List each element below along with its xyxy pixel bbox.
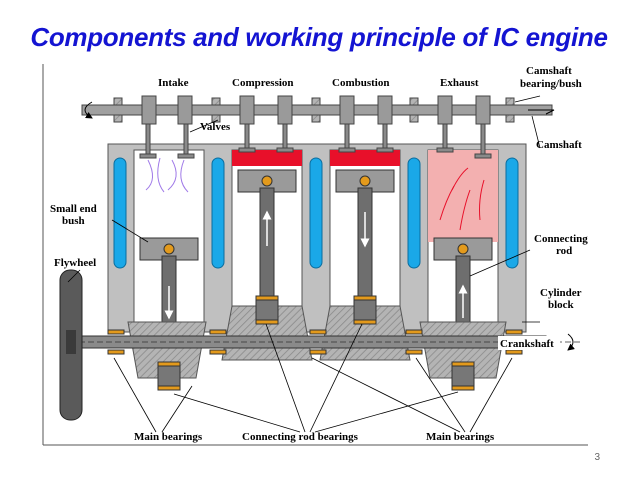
label-connecting-rod-1: Connecting [534,233,588,245]
label-combustion: Combustion [332,77,389,89]
exhaust-gas [428,150,498,242]
label-small-end-1: Small end [50,203,97,215]
label-exhaust: Exhaust [440,77,479,89]
label-main-bearings-left: Main bearings [134,431,203,443]
valves [139,123,492,159]
label-cylinder-block-1: Cylinder [540,287,582,299]
pistons [139,169,493,261]
slide-title: Components and working principle of IC e… [30,22,608,52]
label-flywheel: Flywheel [54,257,96,269]
label-camshaft: Camshaft [536,139,582,151]
label-camshaft-bearing-2: bearing/bush [520,78,582,90]
flywheel [59,269,83,421]
label-connecting-rod-bearings: Connecting rod bearings [242,431,359,443]
camshaft-bearings [113,97,515,123]
camshaft [81,95,555,125]
main-bearings [107,329,523,355]
label-connecting-rod-2: rod [556,245,572,257]
label-main-bearings-right: Main bearings [426,431,495,443]
combustion-chamber [330,150,400,166]
label-camshaft-bearing-1: Camshaft [526,65,572,77]
ic-engine-diagram: Intake Compression Combustion Exhaust Ca… [42,64,588,446]
label-intake: Intake [158,77,189,89]
label-compression: Compression [232,77,294,89]
label-cylinder-block-2: block [548,299,575,311]
rotation-arrow-icon [84,101,93,119]
page-number: 3 [594,452,600,463]
label-valves: Valves [200,121,231,133]
label-small-end-2: bush [62,215,85,227]
connecting-rod-bearings [157,299,475,387]
compression-chamber [232,150,302,166]
label-crankshaft: Crankshaft [500,338,554,350]
